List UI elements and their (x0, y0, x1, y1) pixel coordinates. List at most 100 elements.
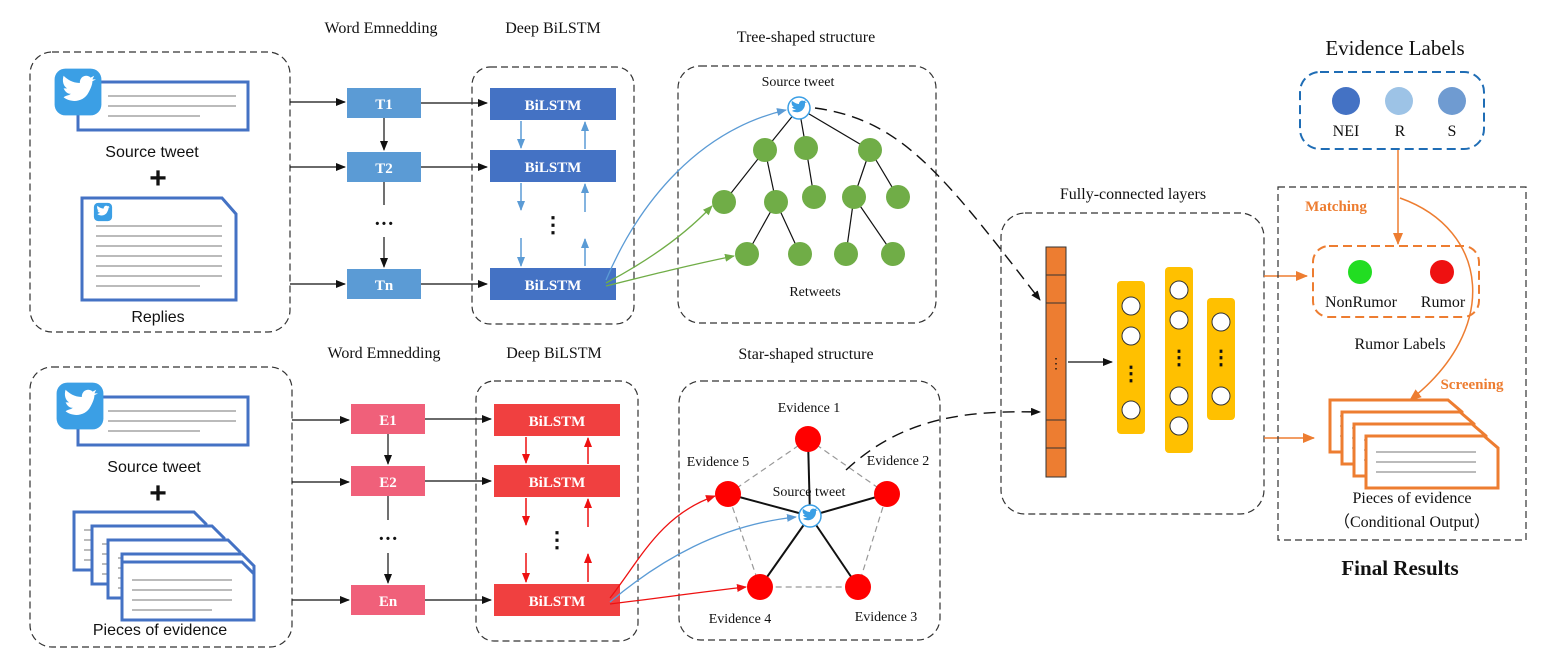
source-tweet-card-bottom (56, 382, 250, 447)
svg-text:BiLSTM: BiLSTM (525, 160, 582, 176)
evidence-5-label: Evidence 5 (687, 455, 750, 470)
svg-text:BiLSTM: BiLSTM (525, 98, 582, 114)
tree-node (735, 242, 759, 266)
bilstm-bottom-2: BiLSTM (494, 465, 620, 497)
evidence-4-label: Evidence 4 (709, 612, 772, 627)
fc-layer-1: ⋮ (1117, 281, 1145, 434)
tree-node (712, 190, 736, 214)
replies-label: Replies (131, 309, 184, 326)
twitter-icon (787, 96, 811, 120)
bilstm-bottom-1: BiLSTM (494, 404, 620, 436)
top-input-group (29, 51, 291, 333)
tree-structure-group (677, 65, 937, 324)
final-results-title: Final Results (1341, 556, 1458, 580)
output-label-line2: （Conditional Output） (1334, 513, 1490, 531)
token-ellipsis-top: ··· (374, 213, 394, 235)
fc-layer-3: ⋮ (1207, 298, 1235, 420)
star-nodes (715, 426, 900, 600)
svg-text:T2: T2 (375, 161, 393, 177)
token-t1: T1 (347, 88, 421, 118)
tree-structure-title: Tree-shaped structure (737, 29, 875, 46)
twitter-icon (798, 504, 822, 528)
label-r-text: R (1395, 123, 1406, 140)
tree-node (764, 190, 788, 214)
plus-sign-top: + (149, 162, 167, 195)
fc-title: Fully-connected layers (1060, 186, 1206, 203)
source-tweet-label-top: Source tweet (105, 144, 199, 161)
star-structure-group (678, 380, 941, 641)
tree-node (858, 138, 882, 162)
fc-group (1000, 212, 1265, 515)
svg-text:BiLSTM: BiLSTM (529, 414, 586, 430)
nonrumor-dot (1348, 260, 1372, 284)
evidence-2-label: Evidence 2 (867, 454, 930, 469)
tree-node (753, 138, 777, 162)
source-tweet-label-bottom: Source tweet (107, 459, 201, 476)
deep-bilstm-title-bottom: Deep BiLSTM (506, 345, 602, 362)
pieces-of-evidence-label: Pieces of evidence (93, 622, 227, 639)
evidence-node (845, 574, 871, 600)
star-pentagon (727, 438, 888, 588)
token-e2: E2 (351, 466, 425, 496)
evidence-labels-group (1299, 71, 1485, 150)
svg-text:Tn: Tn (375, 278, 394, 294)
evidence-node (874, 481, 900, 507)
bottom-input-group (29, 366, 293, 648)
svg-text:E1: E1 (379, 413, 397, 429)
star-center-label: Source tweet (773, 485, 846, 500)
plus-sign-bottom: + (149, 477, 167, 510)
rumor-text: Rumor (1421, 294, 1466, 311)
star-edges (727, 438, 888, 588)
svg-text:BiLSTM: BiLSTM (529, 594, 586, 610)
svg-text:BiLSTM: BiLSTM (525, 278, 582, 294)
evidence-documents-stack (72, 510, 256, 622)
token-ellipsis-bottom: ··· (378, 528, 398, 550)
bilstm-top-2: BiLSTM (490, 150, 616, 182)
tree-node (881, 242, 905, 266)
star-structure-title: Star-shaped structure (738, 346, 873, 363)
svg-text:BiLSTM: BiLSTM (529, 475, 586, 491)
twitter-icon (54, 68, 102, 116)
retweets-label: Retweets (789, 285, 840, 300)
rumor-dot (1430, 260, 1454, 284)
bilstm-bottom-n: BiLSTM (494, 584, 620, 616)
token-e1: E1 (351, 404, 425, 434)
matching-label: Matching (1305, 199, 1367, 215)
nonrumor-text: NonRumor (1325, 294, 1398, 311)
output-evidence-stack (1328, 398, 1500, 490)
evidence-node (715, 481, 741, 507)
evidence-labels-title: Evidence Labels (1325, 36, 1464, 60)
label-nei-dot (1332, 87, 1360, 115)
source-tweet-card-top (54, 68, 250, 132)
tree-node (802, 185, 826, 209)
word-embedding-title-top: Word Emnedding (325, 20, 438, 37)
bilstm-vdots-bottom: ⋮ (546, 527, 568, 552)
label-s-dot (1438, 87, 1466, 115)
tree-node (886, 185, 910, 209)
word-embedding-title-bottom: Word Emnedding (328, 345, 441, 362)
twitter-icon (56, 382, 104, 430)
token-tn: Tn (347, 269, 421, 299)
bilstm-top-n: BiLSTM (490, 268, 616, 300)
screening-label: Screening (1440, 377, 1504, 393)
bilstm-top-1: BiLSTM (490, 88, 616, 120)
tree-node (788, 242, 812, 266)
tree-node (842, 185, 866, 209)
svg-text:⋮: ⋮ (1049, 357, 1063, 372)
label-nei-text: NEI (1333, 123, 1360, 140)
bilstm-vdots-top: ⋮ (542, 212, 564, 237)
tree-source-label: Source tweet (762, 75, 835, 90)
replies-document (80, 196, 238, 302)
tree-nodes (712, 136, 910, 266)
label-r-dot (1385, 87, 1413, 115)
tree-node (834, 242, 858, 266)
rumor-labels-title: Rumor Labels (1354, 336, 1445, 353)
token-en: En (351, 585, 425, 615)
token-t2: T2 (347, 152, 421, 182)
svg-text:⋮: ⋮ (1121, 363, 1141, 385)
bilstm-group-top (471, 66, 635, 325)
svg-text:E2: E2 (379, 475, 397, 491)
tree-node (794, 136, 818, 160)
svg-text:⋮: ⋮ (1211, 347, 1231, 369)
